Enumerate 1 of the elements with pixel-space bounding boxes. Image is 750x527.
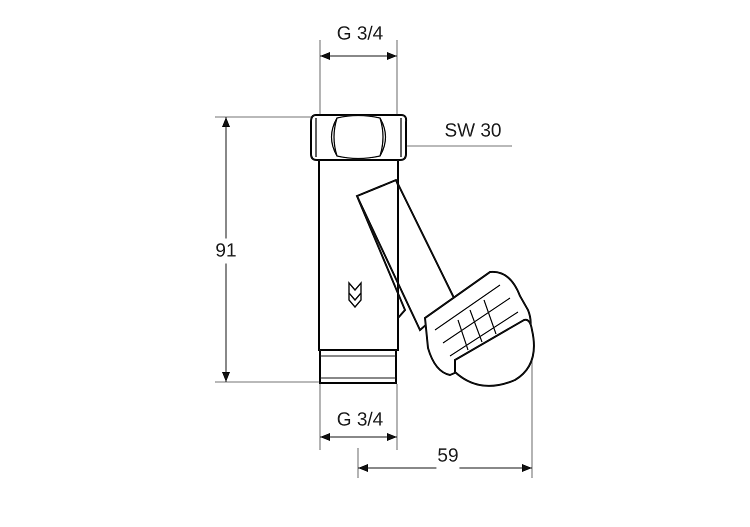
dimension-label: 91: [214, 238, 238, 264]
